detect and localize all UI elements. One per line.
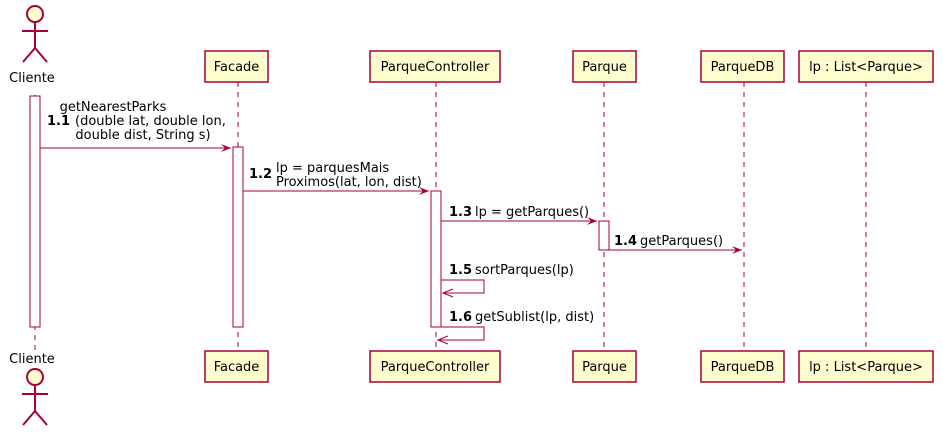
message-1-1: getNearestParks 1.1 (double lat, double … — [40, 100, 231, 152]
message-label-line: Proximos(lat, lon, dist) — [276, 175, 422, 190]
message-number: 1.4 — [614, 234, 637, 249]
message-1-6: 1.6 getSublist(lp, dist) — [436, 310, 594, 345]
message-arrowhead — [419, 187, 429, 195]
message-number: 1.1 — [47, 114, 70, 129]
actor-label-top: Cliente — [9, 71, 55, 86]
activation-parque — [598, 220, 610, 251]
participant-label: ParqueDB — [711, 60, 775, 75]
participant-label: Facade — [214, 360, 260, 375]
participant-list-parque-bottom: lp : List<Parque> — [798, 350, 934, 383]
message-label-line: double dist, String s) — [75, 128, 210, 143]
message-1-3: 1.3 lp = getParques() — [441, 205, 597, 225]
participant-parque: Parque — [572, 50, 637, 83]
message-label-line: lp = parquesMais — [276, 161, 389, 176]
message-arrowhead — [587, 217, 597, 225]
participant-parquecontroller: ParqueController — [369, 50, 501, 83]
message-number: 1.2 — [249, 167, 272, 182]
message-arrow-line — [438, 326, 485, 341]
message-label-line: sortParques(lp) — [475, 263, 574, 278]
participant-parquedb-bottom: ParqueDB — [700, 350, 785, 383]
participant-label: lp : List<Parque> — [809, 60, 923, 75]
participant-label: Facade — [214, 60, 260, 75]
actor-icon — [22, 5, 48, 63]
message-1-5: 1.5 sortParques(lp) — [441, 263, 574, 298]
participant-facade-bottom: Facade — [204, 350, 269, 383]
participant-parquecontroller-bottom: ParqueController — [369, 350, 501, 383]
message-label-line: getSublist(lp, dist) — [475, 310, 594, 325]
participant-label: ParqueController — [381, 60, 490, 75]
message-label-line: lp = getParques() — [475, 205, 589, 220]
activation-parquecontroller — [430, 190, 442, 328]
activation-facade — [232, 146, 244, 328]
participant-label: ParqueDB — [711, 360, 775, 375]
message-1-4: 1.4 getParques() — [609, 234, 742, 254]
participant-facade: Facade — [204, 50, 269, 83]
participant-label: lp : List<Parque> — [809, 360, 923, 375]
participant-label: Parque — [582, 60, 627, 75]
message-label-line: getParques() — [640, 234, 723, 249]
message-number: 1.5 — [449, 263, 472, 278]
message-number: 1.6 — [449, 310, 472, 325]
message-label-line: (double lat, double lon, — [75, 114, 226, 129]
message-arrowhead — [221, 144, 231, 152]
message-arrow-line — [441, 279, 485, 294]
participant-list-parque: lp : List<Parque> — [798, 50, 934, 83]
message-arrowhead — [436, 335, 449, 345]
actor-icon — [22, 368, 48, 426]
activation-cliente — [29, 95, 41, 328]
actor-label-bottom: Cliente — [9, 352, 55, 367]
participant-parquedb: ParqueDB — [700, 50, 785, 83]
participant-label: Parque — [582, 360, 627, 375]
message-number: 1.3 — [449, 205, 472, 220]
message-arrowhead — [441, 288, 454, 298]
message-label-line: getNearestParks — [60, 100, 167, 115]
participant-parque-bottom: Parque — [572, 350, 637, 383]
message-1-2: 1.2 lp = parquesMais Proximos(lat, lon, … — [243, 161, 429, 195]
message-arrowhead — [732, 246, 742, 254]
participant-label: ParqueController — [381, 360, 490, 375]
